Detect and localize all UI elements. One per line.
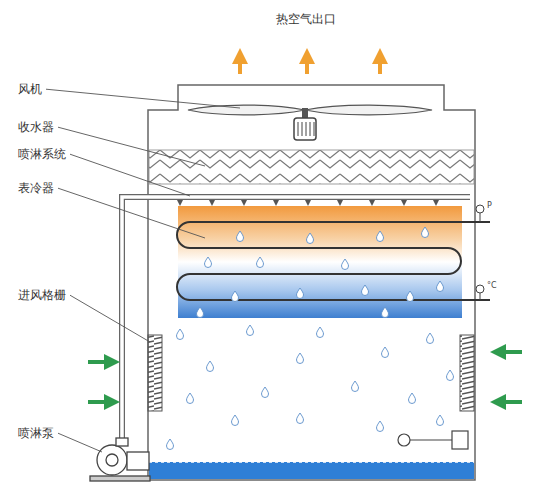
- water-drop: [167, 439, 174, 450]
- inlet-air-arrows: [88, 352, 522, 402]
- water-drop: [205, 257, 212, 268]
- water-drop: [307, 233, 314, 244]
- water-drop: [257, 257, 264, 268]
- water-drop: [187, 393, 194, 404]
- water-drop: [427, 333, 434, 344]
- water-drop: [382, 307, 389, 318]
- water-drop: [447, 370, 454, 381]
- water-drop: [297, 413, 304, 424]
- water-drop: [437, 281, 444, 292]
- water-drop: [232, 291, 239, 302]
- water-drop: [422, 227, 429, 238]
- water-drop: [382, 347, 389, 358]
- coil-tube: [177, 222, 490, 300]
- leader-line: [70, 154, 190, 196]
- spray-nozzle: [177, 200, 183, 206]
- water-drop: [377, 231, 384, 242]
- spray-nozzle: [433, 200, 439, 206]
- drift-eliminator: [149, 150, 474, 184]
- gauge-symbol: °C: [487, 281, 497, 291]
- water-drop: [297, 288, 304, 299]
- spray-nozzle: [273, 200, 279, 206]
- float-valve: [398, 431, 468, 449]
- air-inlet-louver: [148, 335, 162, 411]
- water-drop: [207, 361, 214, 372]
- spray-nozzle: [209, 200, 215, 206]
- spray-nozzle: [401, 200, 407, 206]
- water-drop: [197, 307, 204, 318]
- water-drop: [177, 329, 184, 340]
- part-name: 喷淋泵: [18, 426, 54, 440]
- outlet-label: 热空气出口: [276, 12, 336, 26]
- leader-line: [46, 89, 240, 108]
- spray-nozzle: [369, 200, 375, 206]
- water-drop: [437, 415, 444, 426]
- spray-nozzle: [305, 200, 311, 206]
- water-drop: [377, 421, 384, 432]
- air-inlet-louver: [460, 335, 474, 411]
- water-drop: [297, 353, 304, 364]
- water-drop: [237, 231, 244, 242]
- water-drop: [262, 387, 269, 398]
- water-drop: [247, 325, 254, 336]
- part-name: 收水器: [18, 120, 54, 134]
- part-name: 喷淋系统: [18, 147, 66, 161]
- water-drop: [352, 381, 359, 392]
- water-drop: [407, 291, 414, 302]
- spray-nozzle: [241, 200, 247, 206]
- water-drop: [409, 393, 416, 404]
- water-drop: [232, 415, 239, 426]
- water-drops: [167, 227, 454, 450]
- fan: [188, 105, 432, 140]
- basin-water: [149, 462, 474, 479]
- leader-line: [58, 433, 102, 452]
- leader-line: [58, 188, 205, 238]
- spray-pump: [90, 438, 150, 481]
- hot-air-arrows: [240, 56, 380, 74]
- part-name: 风机: [18, 82, 42, 96]
- water-drop: [342, 259, 349, 270]
- leader-line: [58, 127, 205, 166]
- part-name: 进风格栅: [18, 288, 66, 302]
- gauge-symbol: P: [487, 201, 492, 211]
- spray-nozzle: [337, 200, 343, 206]
- water-drop: [362, 285, 369, 296]
- part-name: 表冷器: [18, 181, 54, 195]
- gauges: [476, 205, 484, 300]
- leader-line: [70, 295, 150, 342]
- water-drop: [317, 327, 324, 338]
- spray-pipe: [122, 197, 470, 445]
- tower-housing: [148, 85, 475, 480]
